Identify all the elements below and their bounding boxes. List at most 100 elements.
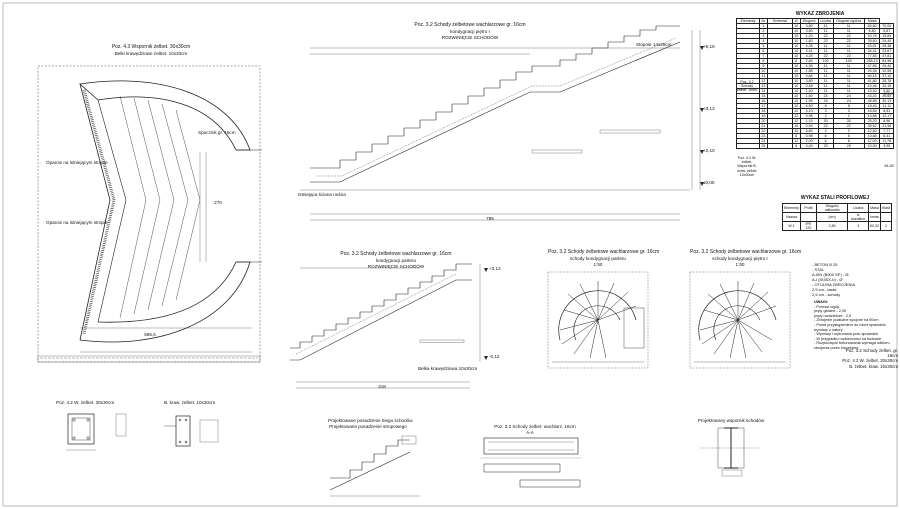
stamp-line: B. żelbet. kraw. 10x30cm bbox=[849, 363, 898, 369]
note-line: - Rozpoczęcie betonowania wymaga odbioru bbox=[814, 341, 890, 346]
elev-b2: +3,12 bbox=[489, 266, 501, 271]
profile-data-row: W-1 IPE 120 2,80 3 60,32 1 bbox=[782, 221, 893, 231]
landing-note: Spocznik gr. 16cm bbox=[198, 130, 236, 135]
profile-s-1 bbox=[799, 212, 817, 222]
profile-title: Projektowany wspornik schodów bbox=[697, 418, 765, 423]
legend-line: A-IIIN (B500 SP) - Ø bbox=[812, 272, 849, 277]
profile-h-5: Klaśt bbox=[879, 203, 893, 213]
elev-c: +2,10 bbox=[703, 148, 715, 153]
profile-c-2: 2,80 bbox=[815, 221, 849, 231]
elev-a: +6,16 bbox=[703, 44, 715, 49]
stair-a-elevation bbox=[300, 25, 701, 221]
support-note: Oparcie na istniejącym stropie bbox=[46, 160, 108, 165]
elev-e: -0,12 bbox=[489, 354, 500, 359]
stair-a-subtitle: kondygnacji piętro I bbox=[450, 29, 490, 34]
rebar-table: Elementy Nr Schemat Ø Długość Liczba Dłu… bbox=[736, 18, 894, 149]
rebar-table-title: WYKAZ ZBROJENIA bbox=[795, 11, 845, 17]
stamp-line: Poz. 4.2 W. żelbet. 30x30cm bbox=[842, 358, 898, 364]
plan-b-scale: 1:50 bbox=[735, 262, 745, 267]
legend-line: 2,5 cm - schody bbox=[812, 292, 841, 297]
landing-height-dim: 270 bbox=[214, 200, 222, 205]
title-stamp: Poz. 3.2 Schody żelbet. gr. 16cm Poz. 4.… bbox=[838, 348, 898, 369]
legend-line: - BETON B 25 bbox=[812, 262, 838, 267]
note-line: - W przypadku rozbieżności na budowie bbox=[814, 336, 882, 341]
rebar-h-dl-og: Długość ogólna bbox=[832, 18, 865, 24]
profile-s-2: (cm) bbox=[815, 212, 849, 222]
profile-s-3: w kształtce bbox=[847, 212, 869, 222]
rebar-group-1: Poz. 3.2 Schody żelbet. 16cm bbox=[736, 80, 758, 93]
profile-c-4: 60,32 bbox=[867, 221, 881, 231]
rebar-cell: 0,40 bbox=[799, 143, 819, 149]
support-note-2: Oparcie na istniejącym stropie bbox=[46, 220, 108, 225]
section-aa bbox=[480, 437, 582, 488]
stair-b-title: Poz. 3.2 Schody żelbetowe wachlarzowe gr… bbox=[340, 251, 452, 257]
beam-note: Belka krawędziowa 10x30cm bbox=[418, 366, 478, 371]
stair-b-elevation bbox=[290, 263, 481, 389]
profile-table-title: WYKAZ STALI PROFILOWEJ bbox=[800, 195, 870, 201]
stair-a-step-note: Stopnie 14x28cm bbox=[636, 42, 672, 47]
profile-h-2: Długość całkowita bbox=[815, 203, 849, 213]
profile-c-1: IPE 120 bbox=[799, 221, 817, 231]
rebar-cell-group bbox=[736, 143, 760, 149]
rebar-cell: 25 bbox=[817, 143, 834, 149]
plan-b-subtitle: schody kondygnacji piętro I bbox=[712, 256, 768, 261]
section-aa-label: A-A bbox=[526, 430, 534, 435]
rebar-cell: 3,95 bbox=[879, 143, 894, 149]
plan-b-circular bbox=[689, 271, 791, 369]
profile-h-3: Liczba bbox=[847, 203, 869, 213]
rebar-h-dl: Długość bbox=[799, 18, 819, 24]
detail-a-subtitle: Projektowane posadzenie stropowego bbox=[329, 424, 407, 429]
profile-header-row: Elementy Profil Długość całkowita Liczba… bbox=[782, 203, 893, 213]
stair-b-subtitle: kondygnacji parteru bbox=[375, 258, 417, 263]
note-line: wymiary z natury bbox=[814, 327, 843, 332]
stair-a-total: 785 bbox=[486, 216, 494, 221]
plan-a-title: Poz. 3.2 Schody żelbetowe wachlarzowe gr… bbox=[548, 249, 660, 255]
plan-a-circular bbox=[547, 271, 649, 369]
rebar-cell: 8 bbox=[791, 143, 801, 149]
beam-sections bbox=[66, 413, 219, 451]
stair-b-heading: ROZWINIĘCIE SCHODÓW bbox=[367, 264, 425, 269]
rebar-group-2: Poz. 4.2 W. żelbet. Wspornik B. kraw. że… bbox=[737, 156, 757, 177]
rebar-cell-nr: 25 bbox=[759, 143, 768, 149]
wall-note: Istniejąca ściana nośna bbox=[298, 192, 346, 197]
profile-s-4: kmas bbox=[867, 212, 881, 222]
legend-line: A-I (St3SX-b) - Ø bbox=[812, 277, 843, 282]
note-line: zbrojenia przez inspektora bbox=[814, 345, 859, 350]
note-line: - Pomost nigdy bbox=[814, 304, 840, 309]
note-line: - Przed przystąpieniem do robót sprawdzi… bbox=[814, 322, 886, 327]
rebar-cell: 25 bbox=[832, 143, 865, 149]
plan-a-subtitle: schody kondygnacji parteru bbox=[570, 256, 626, 261]
profile-c-0: W-1 bbox=[782, 221, 801, 231]
stair-a-heading: ROZWINIĘCIE SCHODÓW bbox=[441, 35, 499, 40]
plan-a-scale: 1:50 bbox=[593, 262, 603, 267]
landing-plan bbox=[37, 65, 262, 363]
elevation-markers bbox=[484, 46, 704, 360]
legend-line: - OTULINA ZBROJENIA bbox=[812, 282, 856, 287]
profile-s-5 bbox=[879, 212, 893, 222]
elev-b: +3,12 bbox=[703, 106, 715, 111]
profile-h-1: Profil bbox=[799, 203, 817, 213]
rebar-cell-schema bbox=[766, 143, 793, 149]
detail-a-title: Projektowane posadzenie biegu schodów bbox=[328, 418, 413, 423]
note-line: - Wymiary i wykonania prac sprawdzić bbox=[814, 332, 879, 337]
notes-title: UWAGI: bbox=[814, 300, 829, 304]
beam-a-title: Poz. 4.2 W. żelbet. 30x30cm bbox=[56, 400, 115, 405]
material-legend: - BETON B 25 - STAL A-IIIN (B500 SP) - Ø… bbox=[812, 262, 896, 342]
stair-a-title: Poz. 3.2 Schody żelbetowe wachlarzowe gr… bbox=[414, 22, 526, 28]
profile-h-4: Masa bbox=[867, 203, 881, 213]
stair-b-run: 318 bbox=[378, 384, 386, 389]
detail-a bbox=[329, 435, 420, 497]
landing-title: Poz. 4.3 Wspornik żelbet. 30x30cm bbox=[111, 44, 191, 50]
note-line: pręty rozdzielcze - 2,0 bbox=[814, 313, 852, 318]
rebar-group-1-mass: 272,72 bbox=[883, 92, 895, 96]
beam-b-title: B. kraw. żelbet. 10x30cm bbox=[164, 400, 216, 405]
note-line: pręty główne - 2,00 bbox=[814, 309, 847, 314]
